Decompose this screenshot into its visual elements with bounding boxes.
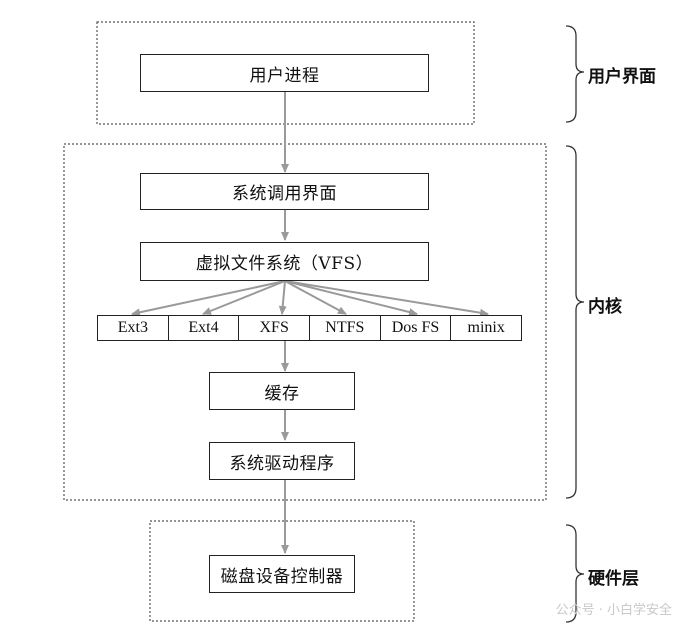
fs-ext4: Ext4 [169,316,240,340]
user-space-region [96,21,475,125]
kernel-region [63,143,547,501]
fs-dosfs: Dos FS [381,316,452,340]
kernel-layer-label: 内核 [588,297,622,317]
cache-box: 缓存 [209,372,355,410]
watermark: 公众号 · 小白学安全 [555,603,672,618]
syscall-interface-box: 系统调用界面 [140,173,429,210]
arrow-vfs-to-ext3 [131,280,286,317]
arrow-vfs-to-dosfs [284,280,418,316]
arrow-vfs-to-ext4 [202,280,286,315]
user-layer-label: 用户界面 [588,67,656,87]
hardware-brace [565,524,585,623]
hardware-region [149,520,415,622]
user-brace [565,25,585,123]
kernel-brace [565,145,585,499]
fs-minix: minix [467,319,505,336]
driver-box: 系统驱动程序 [209,442,355,480]
disk-controller-box: 磁盘设备控制器 [209,555,355,593]
arrow-vfs-to-minix [284,280,489,317]
arrow-vfs-to-ntfs [284,280,347,315]
filesystem-row: Ext3 Ext4 XFS NTFS Dos FS minix [97,315,522,341]
vfs-box: 虚拟文件系统（VFS） [140,242,429,281]
arrow-vfs-to-xfs [278,280,287,315]
fs-xfs: XFS [239,316,311,340]
fs-ntfs: NTFS [310,316,381,340]
fs-ext3: Ext3 [98,316,169,340]
user-process-box: 用户进程 [140,54,429,92]
hardware-layer-label: 硬件层 [588,569,639,589]
